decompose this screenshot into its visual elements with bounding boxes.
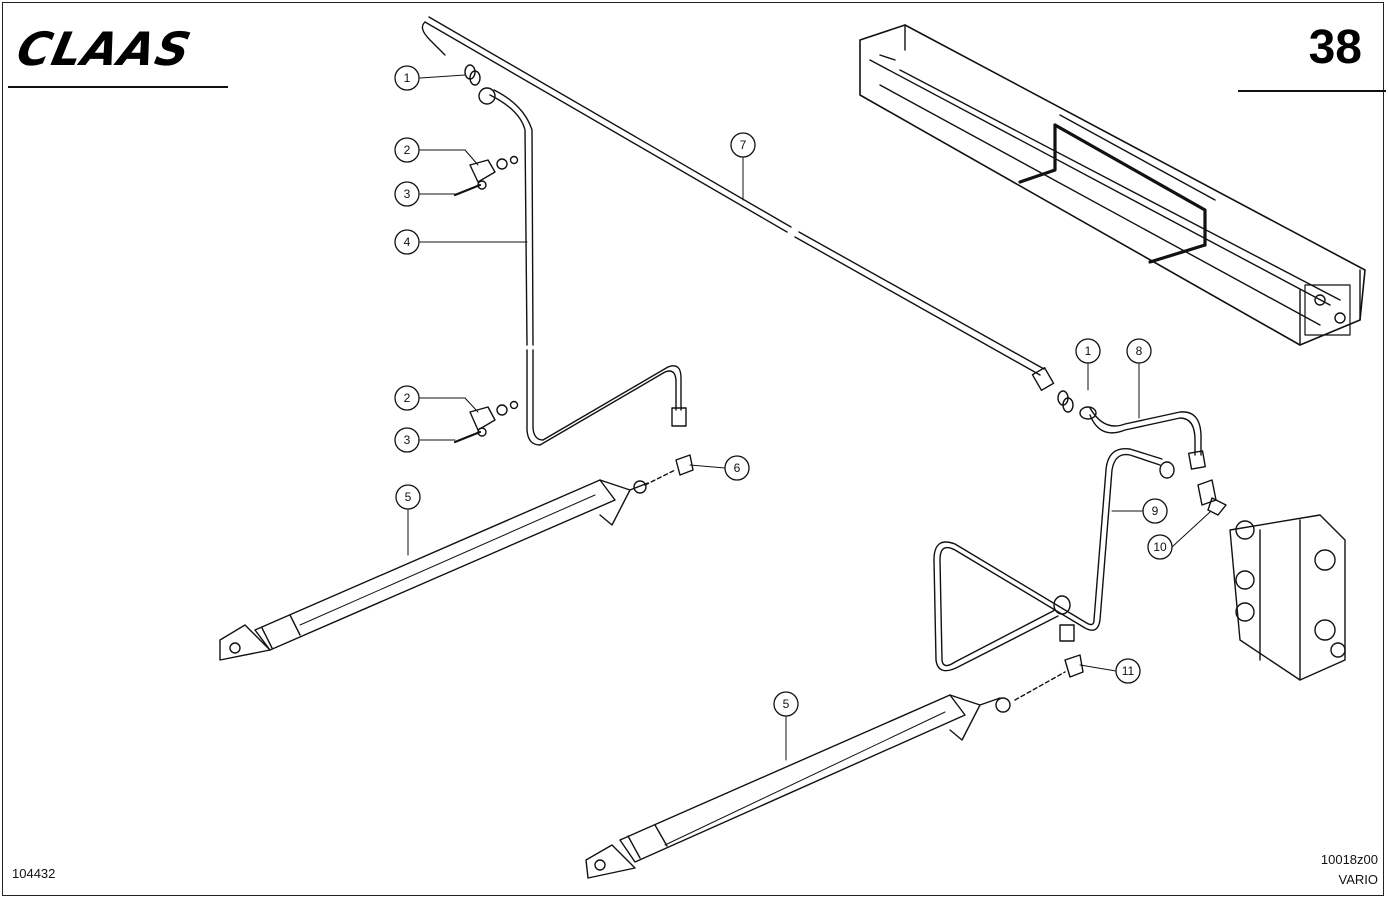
callout-2-bottom: 2: [394, 385, 420, 411]
pipe-9: [933, 447, 1175, 672]
callout-5-left: 5: [395, 484, 421, 510]
pipe-8: [1079, 406, 1206, 470]
header-overview-illustration: [859, 24, 1366, 346]
fitting-1-top: [464, 64, 481, 86]
callout-11: 11: [1115, 658, 1141, 684]
svg-text:5: 5: [405, 490, 412, 504]
fitting-1-right: [1057, 390, 1074, 413]
svg-text:6: 6: [734, 461, 741, 475]
svg-text:2: 2: [404, 143, 411, 157]
tee-10: [1197, 479, 1227, 516]
svg-text:1: 1: [1085, 344, 1092, 358]
logo-underline: [8, 86, 228, 88]
cylinder-5-left: [219, 479, 649, 661]
callout-7: 7: [730, 132, 756, 158]
callout-3-top: 3: [394, 181, 420, 207]
leader-lines: [407, 74, 1211, 761]
callout-1-right: 1: [1075, 338, 1101, 364]
svg-text:11: 11: [1122, 664, 1135, 678]
callout-4: 4: [394, 229, 420, 255]
drawing-number: 104432: [12, 866, 56, 881]
model-label: VARIO: [1338, 872, 1379, 887]
valve-block: [1229, 514, 1346, 681]
callout-5-right: 5: [773, 691, 799, 717]
callout-6: 6: [724, 455, 750, 481]
svg-text:7: 7: [740, 138, 747, 152]
svg-text:5: 5: [783, 697, 790, 711]
svg-text:3: 3: [404, 433, 411, 447]
clamp-2-3-lower: [453, 400, 519, 444]
callout-9: 9: [1142, 498, 1168, 524]
svg-text:1: 1: [404, 71, 411, 85]
callout-3-bottom: 3: [394, 427, 420, 453]
svg-text:10: 10: [1153, 540, 1167, 554]
callout-1-top: 1: [394, 65, 420, 91]
pipe-7: [421, 16, 1055, 391]
clamp-2-3-upper: [453, 155, 519, 197]
svg-text:2: 2: [404, 391, 411, 405]
callout-2-top: 2: [394, 137, 420, 163]
figure-code: 10018z00: [1320, 852, 1378, 867]
page-number: 38: [1308, 21, 1362, 74]
elbow-11: [1014, 654, 1084, 701]
svg-text:9: 9: [1152, 504, 1159, 518]
callout-8: 8: [1126, 338, 1152, 364]
svg-text:4: 4: [404, 235, 411, 249]
svg-text:8: 8: [1136, 344, 1143, 358]
cylinder-5-right: [585, 694, 1011, 879]
svg-text:3: 3: [404, 187, 411, 201]
callout-10: 10: [1147, 534, 1173, 560]
page-number-underline: [1238, 90, 1386, 92]
elbow-6: [644, 454, 694, 486]
pipe-4: [478, 87, 687, 446]
